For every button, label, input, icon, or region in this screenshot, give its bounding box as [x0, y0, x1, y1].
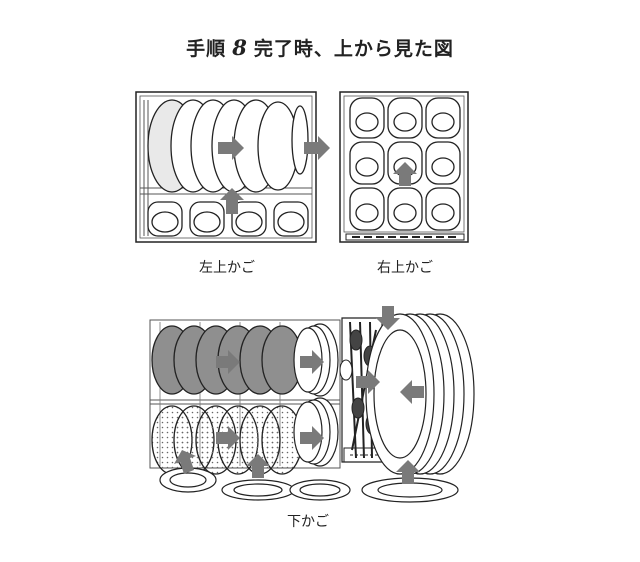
lower-lying-plates: [159, 467, 459, 503]
upper-left-rack: [135, 91, 317, 243]
caption-upper-right-rack: 右上かご: [377, 260, 433, 276]
arrow-icon: [174, 306, 424, 484]
upper-right-rack: [339, 91, 469, 243]
arrow-icon: [218, 136, 244, 214]
arrow-icon: [393, 162, 417, 186]
upper-left-cups: [147, 201, 309, 237]
lower-rack: [149, 306, 475, 503]
caption-upper-left-rack: 左上かご: [199, 260, 255, 276]
upper-right-cups: [349, 97, 461, 231]
title-suffix: 完了時、上から見た図: [253, 38, 454, 60]
title-prefix: 手順: [186, 38, 227, 60]
title-step-number: 8: [232, 35, 248, 60]
lower-patterned-bowls: [151, 405, 303, 475]
caption-lower-rack: 下かご: [287, 514, 329, 530]
arrow-icon: [304, 136, 330, 160]
